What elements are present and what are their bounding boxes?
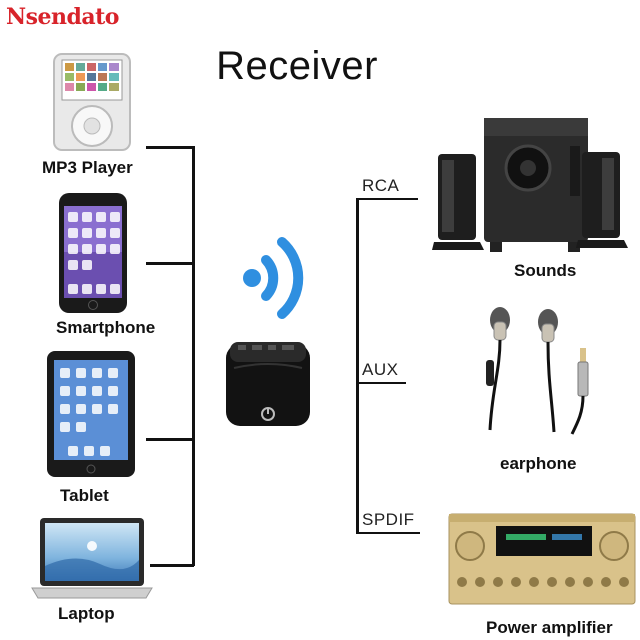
receiver-device-icon xyxy=(224,338,312,428)
tablet-icon xyxy=(46,350,136,478)
wireless-signal-icon xyxy=(238,232,324,324)
brand-logo: Nsendato xyxy=(6,4,119,30)
input-bus-line xyxy=(192,146,195,566)
connector-smartphone xyxy=(146,262,194,265)
output-label-sounds: Sounds xyxy=(514,261,577,280)
port-label-spdif: SPDIF xyxy=(362,510,415,529)
connector-aux xyxy=(356,382,406,384)
source-label-laptop: Laptop xyxy=(58,604,115,623)
connector-tablet xyxy=(146,438,194,441)
output-label-earphone: earphone xyxy=(500,454,577,473)
mp3-player-icon xyxy=(52,52,132,152)
brand-name: Nsendato xyxy=(6,4,119,30)
earphones-icon xyxy=(476,300,616,440)
laptop-icon xyxy=(30,516,154,600)
smartphone-icon xyxy=(58,192,128,314)
page-title: Receiver xyxy=(216,44,378,88)
speakers-icon xyxy=(432,116,628,256)
source-label-smartphone: Smartphone xyxy=(56,318,156,337)
output-label-power-amplifier: Power amplifier xyxy=(486,618,613,637)
connector-mp3-player xyxy=(146,146,194,149)
port-label-aux: AUX xyxy=(362,360,399,379)
connector-laptop xyxy=(150,564,194,567)
source-label-tablet: Tablet xyxy=(60,486,109,505)
connector-rca xyxy=(356,198,418,200)
output-bus-line xyxy=(356,198,359,533)
amplifier-icon xyxy=(448,512,636,606)
source-label-mp3-player: MP3 Player xyxy=(42,158,133,177)
connector-spdif xyxy=(356,532,420,534)
port-label-rca: RCA xyxy=(362,176,400,195)
